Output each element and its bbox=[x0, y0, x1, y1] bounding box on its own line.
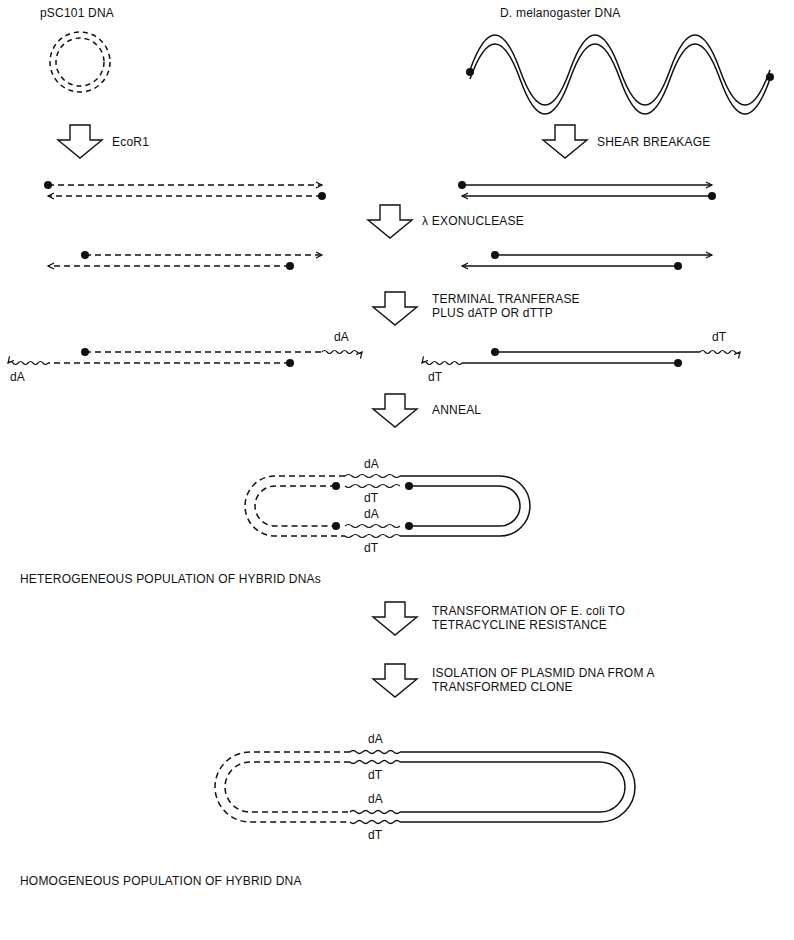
tail-label: dA bbox=[364, 507, 379, 521]
step-label: SHEAR BREAKAGE bbox=[597, 135, 711, 149]
tail-label: dA bbox=[364, 457, 379, 471]
molecule-label: D. melanogaster DNA bbox=[500, 6, 621, 20]
population-caption: HOMOGENEOUS POPULATION OF HYBRID DNA bbox=[20, 874, 302, 888]
tail-label: dT bbox=[712, 330, 726, 344]
step-label: EcoR1 bbox=[112, 135, 149, 149]
strand-end-dot bbox=[44, 68, 774, 530]
tail-label: dT bbox=[368, 828, 382, 842]
molecule-label: pSC101 DNA bbox=[40, 6, 114, 20]
hybrid-plasmid bbox=[215, 751, 635, 824]
population-caption: HETEROGENEOUS POPULATION OF HYBRID DNAs bbox=[20, 572, 321, 586]
tail-label: dA bbox=[368, 732, 383, 746]
tail-label: dT bbox=[428, 370, 442, 384]
tail-label: dA bbox=[10, 370, 25, 384]
trimmed-strands bbox=[48, 255, 712, 266]
tail-label: dA bbox=[334, 330, 349, 344]
tail-label: dT bbox=[368, 768, 382, 782]
step-label: TRANSFORMATION OF E. coli TO TETRACYCLIN… bbox=[432, 604, 650, 632]
tail-label: dT bbox=[364, 541, 378, 555]
linear-strands bbox=[48, 185, 712, 196]
tail-label: dA bbox=[368, 792, 383, 806]
drosophila-dna bbox=[470, 35, 770, 114]
step-label: ANNEAL bbox=[432, 403, 481, 417]
tailed-strands bbox=[8, 351, 740, 365]
tail-label: dT bbox=[364, 491, 378, 505]
step-label: TERMINAL TRANFERASE PLUS dATP OR dTTP bbox=[432, 292, 604, 320]
plasmid-circle bbox=[50, 32, 110, 92]
step-label: λ EXONUCLEASE bbox=[422, 214, 524, 228]
step-label: ISOLATION OF PLASMID DNA FROM A TRANSFOR… bbox=[432, 666, 664, 694]
annealed-hybrid bbox=[245, 475, 530, 538]
